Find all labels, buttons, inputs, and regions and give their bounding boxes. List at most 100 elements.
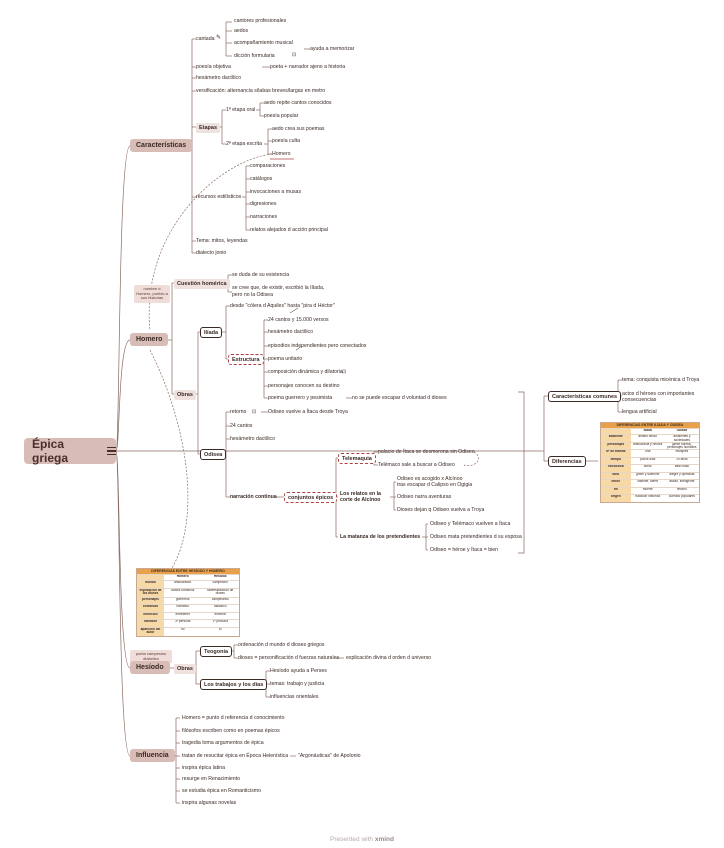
branch-influencia[interactable]: Influencia: [130, 749, 175, 762]
table-cell: entretener: [175, 612, 190, 616]
node-obras[interactable]: Obras: [174, 390, 196, 400]
node-conjuntos[interactable]: conjuntos épicos: [284, 492, 338, 503]
node-recurso-3[interactable]: invocaciones a musas: [250, 189, 302, 195]
node-poeta-narrador[interactable]: poeta + narrador ajeno a historia: [270, 64, 346, 70]
node-rel-a1[interactable]: Odiseo es acogido x Alcínoo: [397, 476, 463, 482]
node-etapa2-c[interactable]: Homero: [272, 151, 291, 157]
table-cell: enseñar: [214, 612, 226, 616]
node-estructura-4[interactable]: poema unitario: [268, 356, 303, 362]
node-inf-4[interactable]: tratan de resucitar épica en Época Helen…: [182, 753, 289, 759]
branch-hesiodo[interactable]: Hesíodo: [130, 661, 170, 674]
node-recurso-1[interactable]: comparaciones: [250, 163, 286, 169]
node-matanza[interactable]: La matanza de los pretendientes: [340, 534, 421, 540]
node-etapa1[interactable]: 1ª etapa oral: [226, 107, 256, 113]
table-cell: ambiente: [601, 435, 631, 442]
node-inf-8[interactable]: inspira algunas novelas: [182, 800, 237, 806]
node-tra-b[interactable]: temas: trabajo y justicia: [270, 681, 325, 687]
node-estructura[interactable]: Estructura: [228, 354, 264, 365]
node-teo-c[interactable]: explicación divina d orden d universo: [346, 655, 432, 661]
node-iliada[interactable]: Ilíada: [200, 327, 223, 338]
node-recursos[interactable]: recursos estilísticos: [196, 194, 242, 200]
node-teogonia[interactable]: Teogonía: [200, 646, 233, 657]
node-recurso-2[interactable]: catálogos: [250, 176, 273, 182]
node-versificacion[interactable]: versificación: alternancia sílabas breve…: [196, 88, 326, 94]
node-tra-c[interactable]: influencias orientales: [270, 694, 319, 700]
node-mat-a[interactable]: Odiseo y Telémaco vuelven a Ítaca: [430, 521, 511, 527]
node-apolonio[interactable]: "Argonáuticas" de Apolonio: [298, 753, 361, 759]
node-tema[interactable]: Tema: mitos, leyendas: [196, 238, 248, 244]
node-od-cantos[interactable]: 24 cantos: [230, 423, 253, 429]
node-no-escapar[interactable]: no se puede escapar d voluntad d dioses: [352, 395, 447, 401]
table-header: [601, 429, 631, 434]
node-teo-a[interactable]: ordenación d mundo d dioses griegos: [238, 642, 325, 648]
node-etapa1-a[interactable]: aedo repite cantos conocidos: [264, 100, 332, 106]
node-inf-1[interactable]: Homero = punto d referencia d conocimien…: [182, 715, 285, 721]
node-comunes[interactable]: Características comunes: [548, 391, 622, 402]
node-odisea[interactable]: Odisea: [200, 449, 227, 460]
node-inf-6[interactable]: resurge en Renacimiento: [182, 776, 240, 782]
node-comunes-2[interactable]: actos d héroes con importantes consecuen…: [622, 391, 695, 403]
homero-hesiodo-table: DIFERENCIAS ENTRE HESÍODO Y HOMERO Homer…: [136, 568, 240, 637]
node-cantores[interactable]: cantores profesionales: [234, 18, 287, 24]
node-etapa1-b[interactable]: poesía popular: [264, 113, 299, 119]
node-poesia-objetiva[interactable]: poesía objetiva: [196, 64, 231, 70]
node-rel-a2[interactable]: tras escapar d Calipso en Ogigia: [397, 482, 473, 488]
node-cantada[interactable]: cantada: [196, 36, 215, 42]
node-ayuda[interactable]: ayuda a memorizar: [310, 46, 355, 52]
node-cuestion-b1[interactable]: se cree que, de existir, escribió la Ilí…: [232, 285, 325, 291]
node-telemaquia[interactable]: Telemaquia: [338, 453, 376, 464]
node-trabajos[interactable]: Los trabajos y los días: [200, 679, 268, 690]
node-comunes-3[interactable]: lengua artificial: [622, 409, 657, 415]
node-etapa2-b[interactable]: poesía culta: [272, 138, 300, 144]
root-label: Épica griega: [32, 437, 69, 465]
node-retorno[interactable]: retorno: [230, 409, 247, 415]
footer-presented: Presented with: [330, 836, 374, 843]
node-estructura-6[interactable]: personajes conocen su destino: [268, 383, 340, 389]
node-rel-b[interactable]: Odiseo narra aventuras: [397, 494, 452, 500]
node-diferencias[interactable]: Diferencias: [548, 456, 586, 467]
node-mat-b[interactable]: Odiseo mata pretendientes d su esposa: [430, 534, 522, 540]
node-inf-2[interactable]: filósofos escriben como en poemas épicos: [182, 728, 280, 734]
node-etapas[interactable]: Etapas: [196, 123, 221, 133]
node-inf-7[interactable]: se estudia épica en Romanticismo: [182, 788, 262, 794]
node-recurso-4[interactable]: digresiones: [250, 201, 277, 207]
node-comunes-1[interactable]: tema: conquista micénica d Troya: [622, 377, 700, 383]
node-hes-obras[interactable]: Obras: [174, 664, 196, 674]
node-dialecto[interactable]: dialecto jonio: [196, 250, 227, 256]
node-diccion[interactable]: dicción formularia: [234, 53, 275, 59]
node-teo-b[interactable]: dioses = personificación d fuerzas natur…: [238, 655, 340, 661]
table-cell: sistematización de dioses: [207, 588, 234, 596]
node-retorno-txt[interactable]: Odiseo vuelve a Ítaca desde Troya: [268, 409, 348, 415]
node-estructura-2[interactable]: hexámetro dactílico: [268, 329, 313, 335]
node-rel-c[interactable]: Dioses dejan q Odiseo vuelva a Troya: [397, 507, 485, 513]
node-estructura-1[interactable]: 24 cantos y 15.000 versos: [268, 317, 329, 323]
node-od-hex[interactable]: hexámetro dactílico: [230, 436, 275, 442]
node-cuestion-a[interactable]: se duda de su existencia: [232, 272, 290, 278]
branch-homero[interactable]: Homero: [130, 333, 169, 346]
node-estructura-3[interactable]: episodios independientes pero conectados: [268, 343, 367, 349]
node-iliada-desde[interactable]: desde "cólera d Aquiles" hasta "pira d H…: [230, 303, 335, 309]
node-hexametro[interactable]: hexámetro dactílico: [196, 75, 241, 81]
root-topic[interactable]: Épica griega: [24, 437, 116, 465]
node-etapa2[interactable]: 2ª etapa escrita: [226, 141, 262, 147]
node-cuestion-b2[interactable]: pero no la Odisea: [232, 292, 273, 298]
node-inf-5[interactable]: inspira épica latina: [182, 765, 225, 771]
branch-caracteristicas[interactable]: Características: [130, 139, 193, 152]
node-inf-3[interactable]: tragedia toma argumentos de épica: [182, 740, 264, 746]
node-aedos[interactable]: aedos: [234, 28, 249, 34]
node-recurso-6[interactable]: relatos alejados d acción principal: [250, 227, 328, 233]
node-narracion[interactable]: narración continua: [230, 494, 277, 500]
node-relatos[interactable]: Los relatos en la corte de Alcínoo: [340, 491, 381, 503]
node-mat-c[interactable]: Odiseo = héroe y Ítaca = bien: [430, 547, 499, 553]
table-cell: sí: [218, 627, 222, 631]
node-recurso-5[interactable]: narraciones: [250, 214, 278, 220]
node-tra-a[interactable]: Hesíodo ayuda a Perses: [270, 668, 327, 674]
node-acompanamiento[interactable]: acompañamiento musical: [234, 40, 293, 46]
node-tel-a[interactable]: palacio de Ítaca se desmorona sin Odiseo: [378, 449, 475, 455]
node-etapa2-a[interactable]: aedo crea sus poemas: [272, 126, 325, 132]
node-estructura-7[interactable]: poema guerrero y pesimista: [268, 395, 333, 401]
node-estructura-5[interactable]: composición dinámica y dilatoria: [268, 369, 343, 375]
table-cell: gente normal, personajes humildes: [667, 442, 697, 449]
node-cuestion[interactable]: Cuestión homérica: [174, 279, 230, 289]
node-tel-b[interactable]: Telémaco sale a buscar a Odiseo: [378, 462, 455, 468]
